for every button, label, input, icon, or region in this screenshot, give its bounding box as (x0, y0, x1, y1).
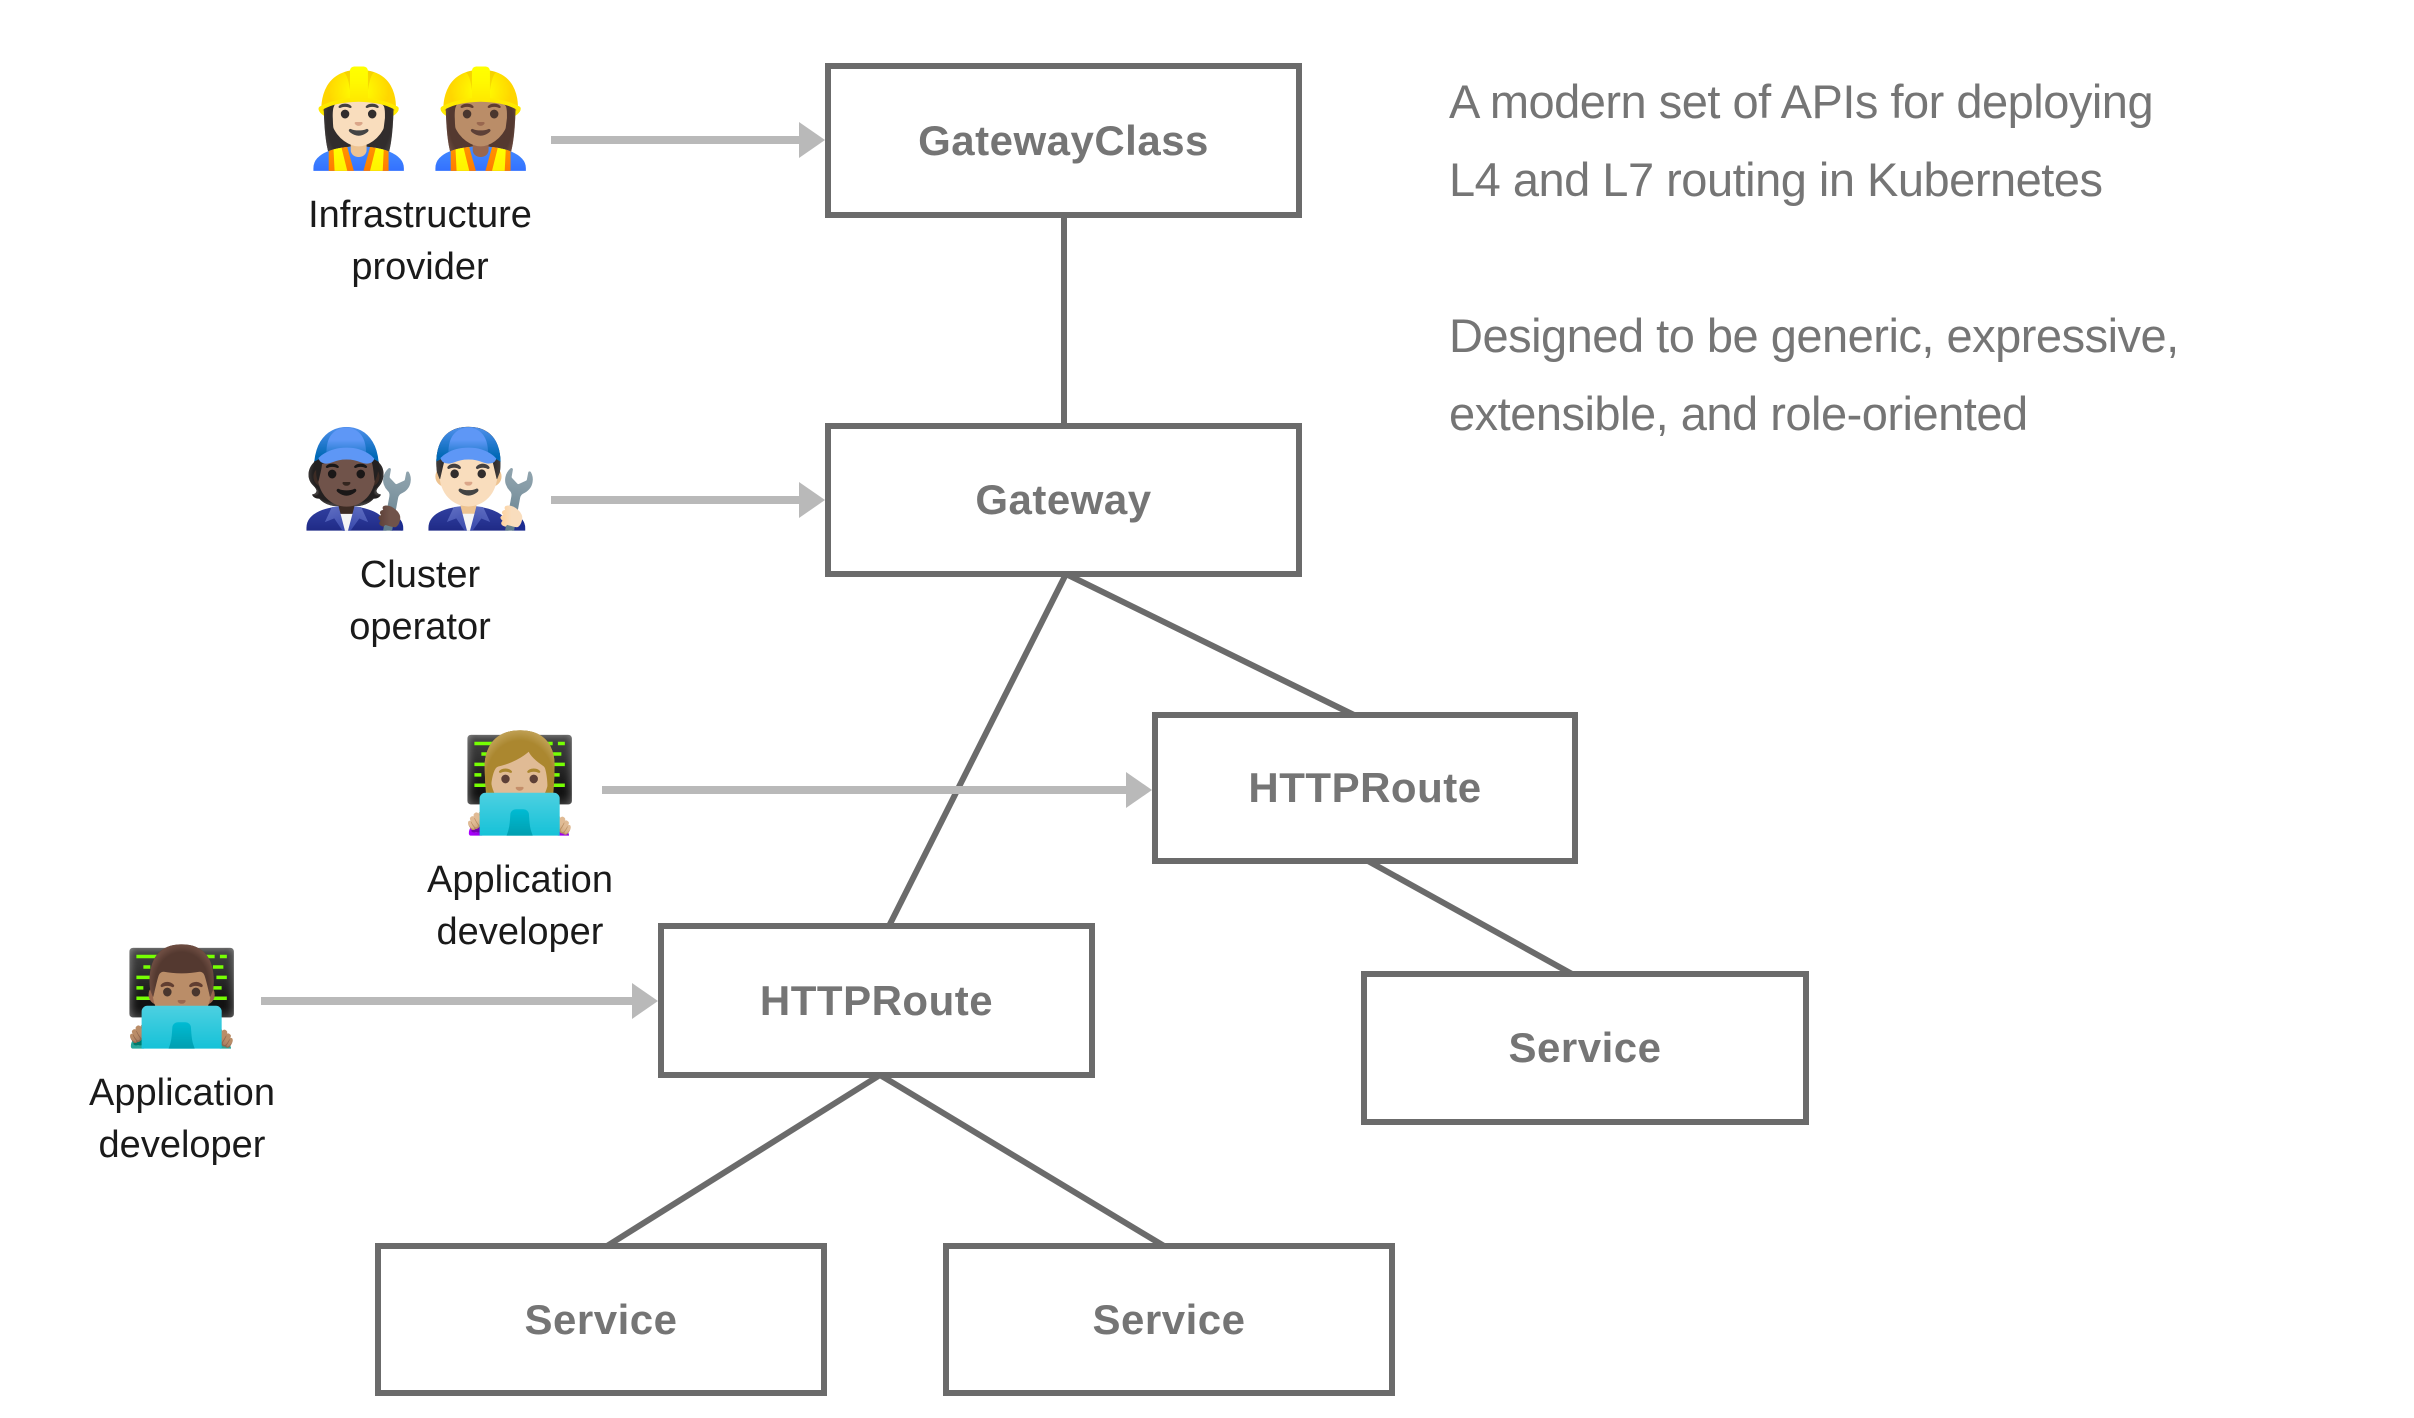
arrowhead-icon (799, 482, 825, 518)
woman-construction-worker-light-icon: 👷🏻‍♀️ (305, 66, 413, 172)
node-gateway: Gateway (825, 423, 1302, 577)
persona-label: Infrastructure provider (305, 189, 535, 294)
node-gatewayclass: GatewayClass (825, 63, 1302, 218)
persona-label-line2: operator (349, 606, 491, 649)
node-httproute-right: HTTPRoute (1152, 712, 1578, 864)
woman-construction-worker-medium-icon: 👷🏽‍♀️ (427, 66, 535, 172)
node-service-bottom-right: Service (943, 1243, 1395, 1396)
persona-application-developer-1: 👩🏼‍💻 Application developer (427, 725, 613, 959)
woman-technologist-icon: 👩🏼‍💻 (466, 731, 574, 837)
description-p1-line1: A modern set of APIs for deploying (1449, 75, 2154, 128)
node-gateway-label: Gateway (975, 476, 1152, 523)
arrowhead-icon (1126, 772, 1152, 808)
node-service-right: Service (1361, 971, 1809, 1125)
arrowhead-icon (632, 983, 658, 1019)
persona-label: Application developer (427, 854, 613, 959)
description-p2-line2: extensible, and role-oriented (1449, 387, 2028, 440)
persona-label-line2: developer (98, 1124, 266, 1167)
arrow-application-developer-2-to-httproute-left (261, 983, 658, 1019)
persona-emoji-row: 🧑🏿‍🔧 👨🏻‍🔧 (305, 420, 535, 539)
persona-label-line2: provider (351, 246, 489, 289)
arrow-cluster-operator-to-gateway (551, 482, 825, 518)
node-httproute-left: HTTPRoute (658, 923, 1095, 1078)
description-paragraph-2: Designed to be generic, expressive, exte… (1449, 297, 2389, 453)
description-paragraph-1: A modern set of APIs for deploying L4 an… (1449, 63, 2389, 219)
node-service-bottom-left: Service (375, 1243, 827, 1396)
edge-httproute-left-to-service-bottom-right (878, 1072, 1166, 1249)
description-p2-line1: Designed to be generic, expressive, (1449, 309, 2179, 362)
persona-emoji-row: 👩🏼‍💻 (427, 725, 613, 844)
persona-label-line1: Application (89, 1071, 275, 1114)
arrow-application-developer-1-to-httproute-right (602, 772, 1152, 808)
node-service-right-label: Service (1508, 1024, 1662, 1071)
arrowhead-icon (799, 122, 825, 158)
man-mechanic-light-icon: 👨🏻‍🔧 (427, 426, 535, 532)
arrow-infrastructure-provider-to-gatewayclass (551, 122, 825, 158)
edge-httproute-left-to-service-bottom-left (605, 1072, 882, 1249)
man-technologist-icon: 👨🏽‍💻 (128, 944, 236, 1050)
persona-label-line2: developer (436, 911, 604, 954)
edge-gateway-to-httproute-left (886, 572, 1069, 928)
persona-label: Application developer (89, 1067, 275, 1172)
node-gatewayclass-label: GatewayClass (918, 116, 1209, 164)
node-service-bottom-right-label: Service (1092, 1295, 1246, 1343)
description-p1-line2: L4 and L7 routing in Kubernetes (1449, 153, 2103, 206)
description-text: A modern set of APIs for deploying L4 an… (1449, 63, 2389, 453)
persona-label: Cluster operator (305, 549, 535, 654)
edge-httproute-right-to-service-right (1366, 858, 1574, 977)
persona-application-developer-2: 👨🏽‍💻 Application developer (89, 938, 275, 1172)
persona-emoji-row: 👨🏽‍💻 (89, 938, 275, 1057)
persona-infrastructure-provider: 👷🏻‍♀️ 👷🏽‍♀️ Infrastructure provider (305, 60, 535, 294)
node-service-bottom-left-label: Service (524, 1295, 678, 1343)
persona-label-line1: Application (427, 858, 613, 901)
mechanic-dark-icon: 🧑🏿‍🔧 (305, 426, 413, 532)
persona-label-line1: Infrastructure (308, 193, 532, 236)
node-httproute-right-label: HTTPRoute (1248, 764, 1482, 811)
persona-emoji-row: 👷🏻‍♀️ 👷🏽‍♀️ (305, 60, 535, 179)
node-httproute-left-label: HTTPRoute (759, 976, 994, 1024)
persona-label-line1: Cluster (359, 553, 481, 596)
persona-cluster-operator: 🧑🏿‍🔧 👨🏻‍🔧 Cluster operator (305, 420, 535, 654)
edge-gateway-to-httproute-right (1064, 571, 1356, 718)
